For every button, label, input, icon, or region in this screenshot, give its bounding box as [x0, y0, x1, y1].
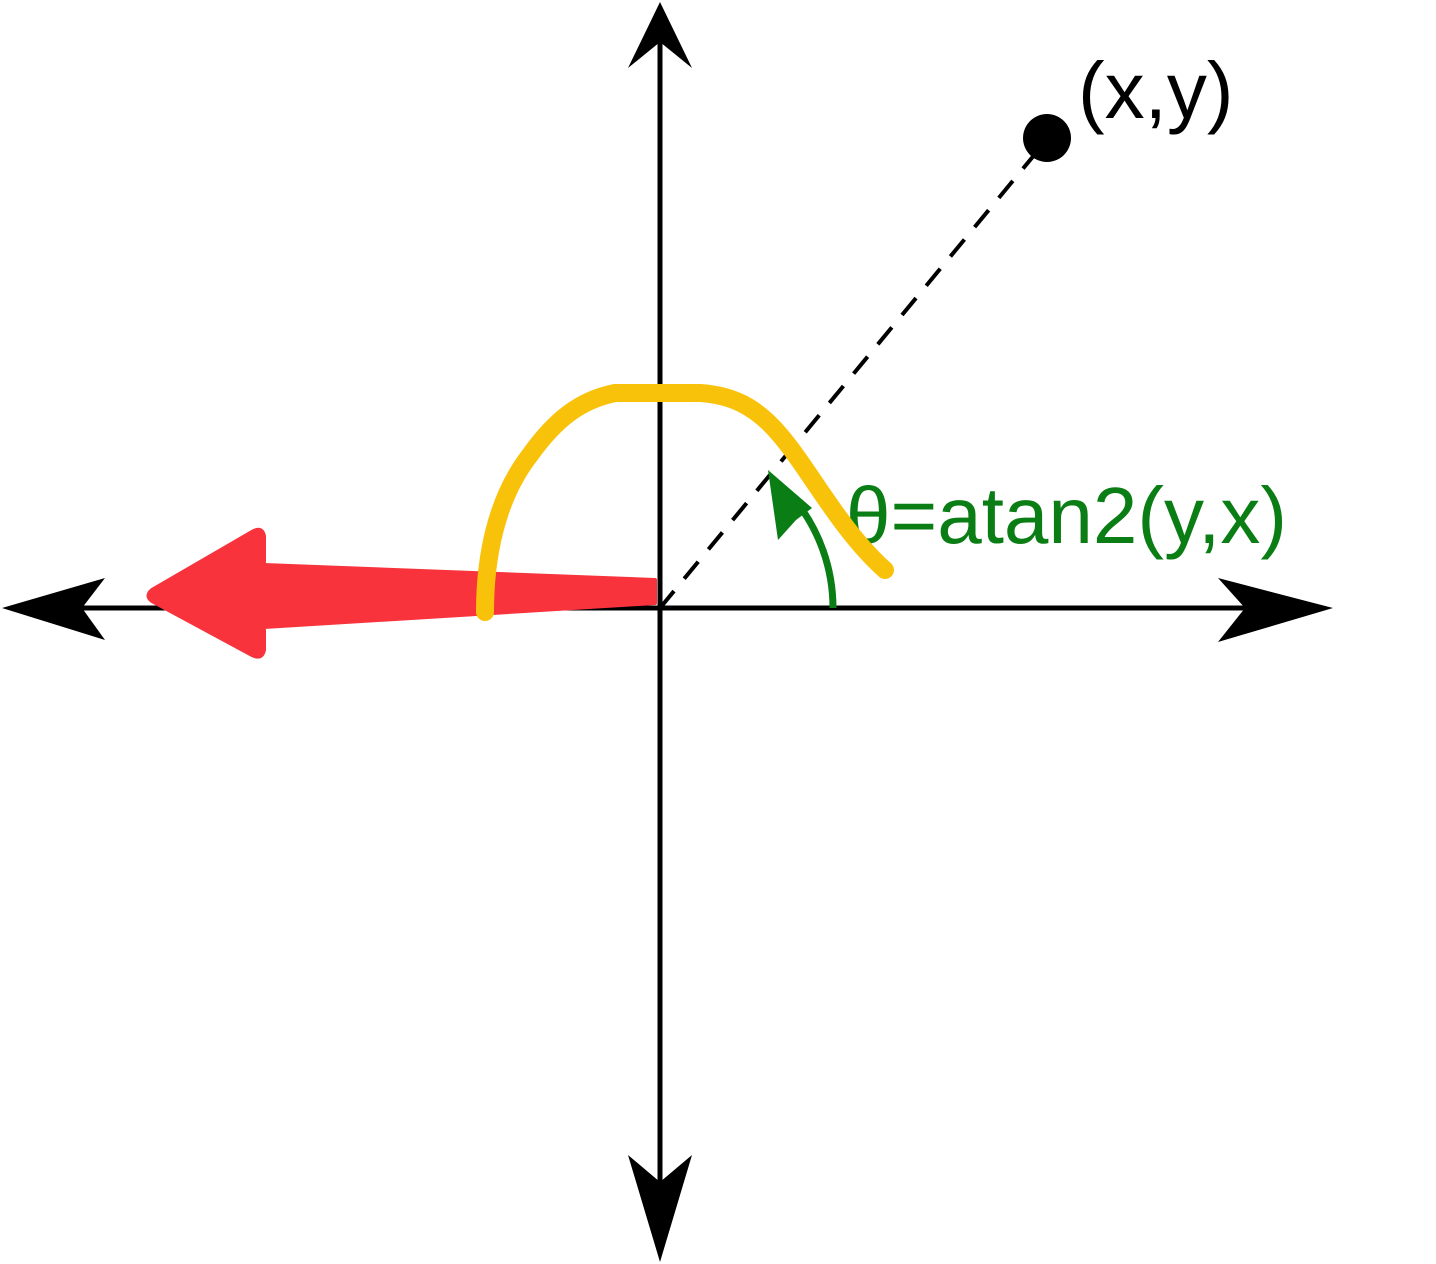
- red-arrow: [146, 527, 657, 659]
- angle-arrowhead-icon: [768, 470, 812, 540]
- angle-label: θ=atan2(y,x): [846, 471, 1287, 560]
- yellow-curve: [476, 384, 894, 621]
- dashed-ray: [658, 146, 1042, 610]
- y-axis-top-arrowhead: [628, 2, 692, 68]
- point-marker: [1023, 114, 1071, 162]
- x-axis-left-arrowhead: [2, 578, 105, 640]
- point-label: (x,y): [1078, 46, 1234, 135]
- x-axis-right-arrowhead: [1218, 578, 1333, 642]
- y-axis-bottom-arrowhead: [628, 1155, 692, 1262]
